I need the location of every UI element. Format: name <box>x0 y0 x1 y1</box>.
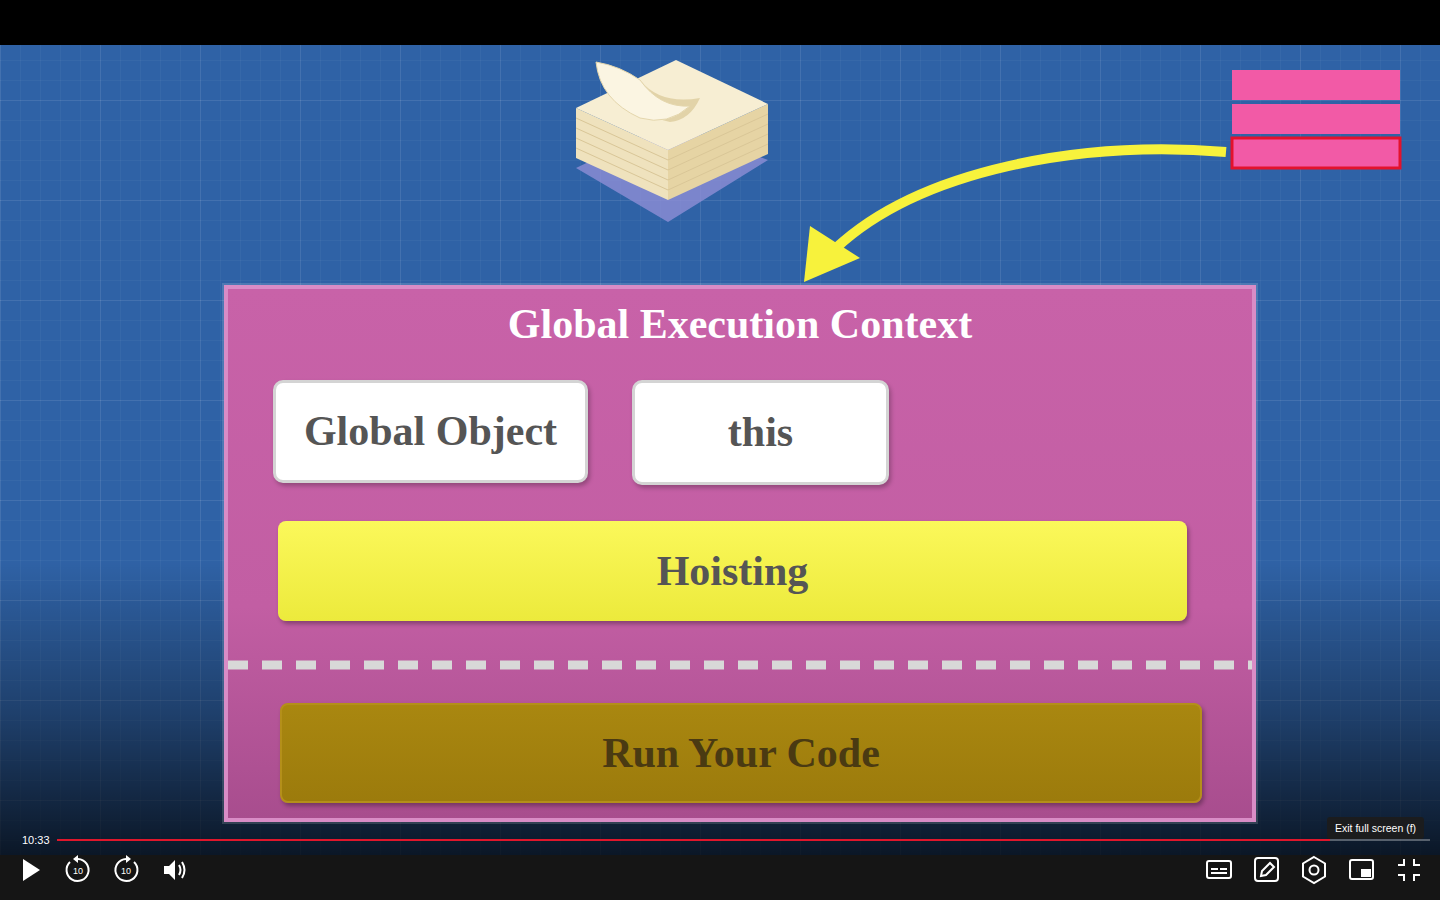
box-label: Run Your Code <box>602 730 880 776</box>
phase-band: Hoisting <box>278 521 1187 621</box>
tooltip: Exit full screen (f) <box>1327 817 1424 839</box>
box-label: Global Object <box>304 408 557 454</box>
component-card: this <box>632 380 889 485</box>
box-label: this <box>728 409 793 455</box>
dashed-divider-line <box>228 661 1252 670</box>
call-stack <box>1232 70 1400 168</box>
skip-seconds: 10 <box>67 866 89 876</box>
top-bar <box>0 0 1440 45</box>
component-card: Global Object <box>273 380 588 483</box>
elapsed-time: 10:33 <box>22 834 50 846</box>
progress-fill <box>57 839 1330 841</box>
progress-track <box>57 839 1430 841</box>
phase-band: Run Your Code <box>280 703 1202 803</box>
dashed-divider <box>228 659 1252 671</box>
control-bar <box>0 855 1440 900</box>
pointer-arrow <box>804 149 1226 282</box>
notes-stack <box>576 60 768 222</box>
execution-context-box: Global Execution ContextGlobal Object thi… <box>224 285 1256 822</box>
box-label: Hoisting <box>657 548 809 594</box>
player-controls <box>23 855 1420 883</box>
skip-seconds: 10 <box>115 866 137 876</box>
box-heading: Global Execution Context <box>228 289 1252 349</box>
